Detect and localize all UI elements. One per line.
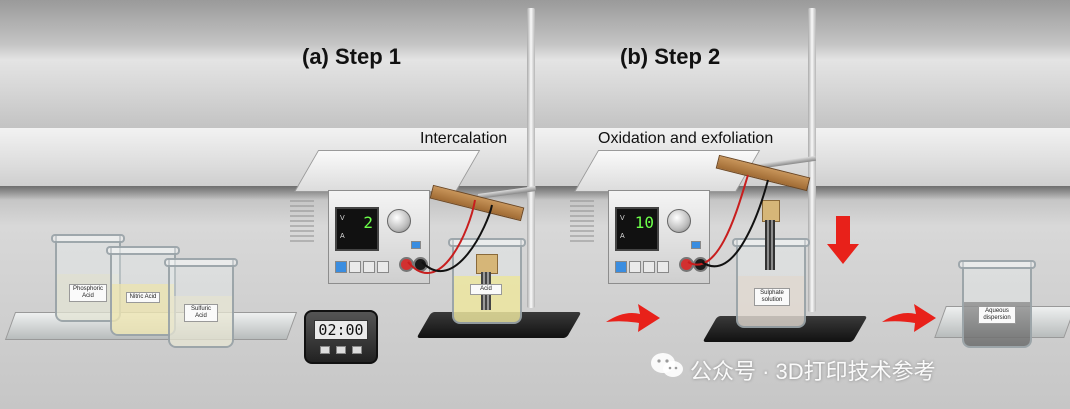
beaker-label: Acid — [470, 284, 502, 295]
psu-display: V A 10 — [615, 207, 659, 251]
black-wire-step1 — [421, 204, 493, 272]
red-wire-step2 — [687, 174, 749, 266]
product-beaker: Aqueous dispersion — [958, 260, 1036, 348]
step2-title: (b) Step 2 — [620, 44, 721, 69]
step1-caption: Intercalation — [420, 130, 508, 147]
psu-button — [657, 261, 669, 273]
reaction-beaker-step1: Acid — [448, 238, 526, 324]
step1-title: (a) Step 1 — [302, 44, 402, 69]
beaker-label: Nitric Acid — [126, 292, 160, 303]
current-label: A — [340, 233, 345, 240]
beaker-label: Sulphate solution — [754, 288, 790, 306]
voltage-label: V — [340, 215, 345, 222]
psu-button — [643, 261, 655, 273]
beaker-label: Sulfuric Acid — [184, 304, 218, 322]
psu-display: V A 2 — [335, 207, 379, 251]
stand-rod-step1 — [527, 8, 535, 308]
psu-button — [377, 261, 389, 273]
watermark-text: 公众号 · 3D打印技术参考 — [690, 359, 936, 384]
voltage-label: V — [620, 215, 625, 222]
beaker-sulfuric-acid: Sulfuric Acid — [164, 258, 238, 348]
current-label: A — [620, 233, 625, 240]
psu-button — [615, 261, 627, 273]
psu-readout: 10 — [634, 213, 654, 232]
timer-button — [320, 346, 330, 354]
wall-strip — [0, 128, 1070, 186]
beaker-nitric-acid: Nitric Acid — [106, 246, 180, 336]
timer-button — [336, 346, 346, 354]
psu-button — [349, 261, 361, 273]
psu-indicator — [691, 241, 701, 249]
reaction-beaker-step2: Sulphate solution — [732, 200, 810, 328]
psu-button — [335, 261, 347, 273]
psu-knob — [387, 209, 411, 233]
step2-caption: Oxidation and exfoliation — [598, 130, 774, 147]
psu-knob — [667, 209, 691, 233]
timer-button — [352, 346, 362, 354]
psu-button — [629, 261, 641, 273]
red-wire-step1 — [407, 199, 476, 274]
psu-front: V A 10 — [608, 190, 710, 284]
down-arrow-icon — [827, 216, 859, 264]
wechat-icon — [651, 353, 683, 377]
beaker-label: Phosphoric Acid — [69, 284, 107, 302]
timer: 02:00 — [304, 310, 378, 364]
process-arrow-2-icon — [882, 304, 936, 332]
beaker-label: Aqueous dispersion — [978, 306, 1016, 324]
black-wire-step2 — [701, 179, 769, 268]
timer-display: 02:00 — [314, 320, 368, 340]
psu-readout: 2 — [363, 213, 373, 232]
psu-vents — [570, 200, 594, 244]
process-arrow-1-icon — [606, 304, 660, 332]
psu-button — [363, 261, 375, 273]
graphite-electrode — [765, 220, 775, 270]
psu-vents — [290, 200, 314, 244]
psu-indicator — [411, 241, 421, 249]
